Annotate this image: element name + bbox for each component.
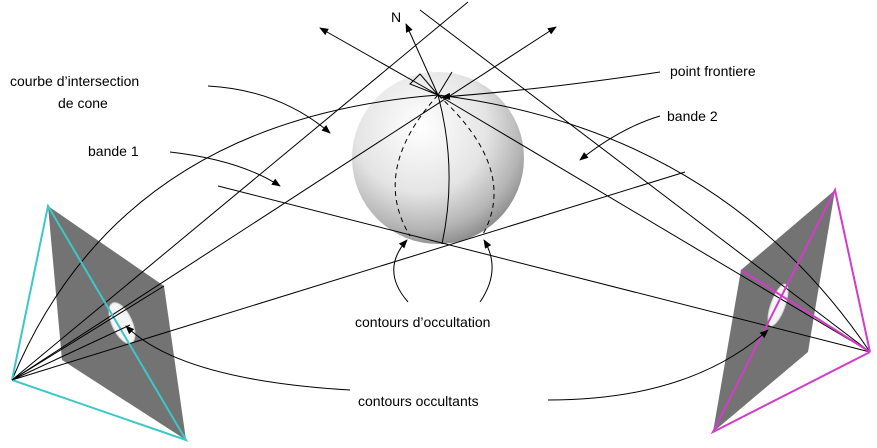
- annotation-arrows: [125, 71, 769, 401]
- occlusion-contour-right: [437, 94, 495, 237]
- left-camera-rays: [11, 1, 686, 381]
- band1-label: bande 1: [88, 143, 139, 159]
- left-camera-frustum: [11, 203, 189, 442]
- cone-intersection-curve: [437, 94, 450, 245]
- intersection-curve-label-line1: courbe d’intersection: [10, 73, 139, 89]
- intersection-curve-label-line2: de cone: [58, 95, 108, 111]
- occluding-contours-label: contours occultants: [358, 393, 479, 409]
- right-camera-rays: [217, 9, 871, 353]
- normal-arrow: [405, 23, 439, 96]
- normal-label: N: [391, 9, 401, 25]
- band2-label: bande 2: [667, 108, 718, 124]
- sphere: [352, 72, 524, 244]
- occlusion-contour-left: [394, 94, 439, 237]
- right-camera-frustum: [710, 187, 871, 435]
- left-camera-rays-to-plane: [11, 285, 165, 381]
- frontier-point-label: point frontiere: [670, 63, 756, 79]
- tangent-triangle: [409, 71, 453, 96]
- occlusion-contours-label: contours d’occultation: [355, 314, 490, 330]
